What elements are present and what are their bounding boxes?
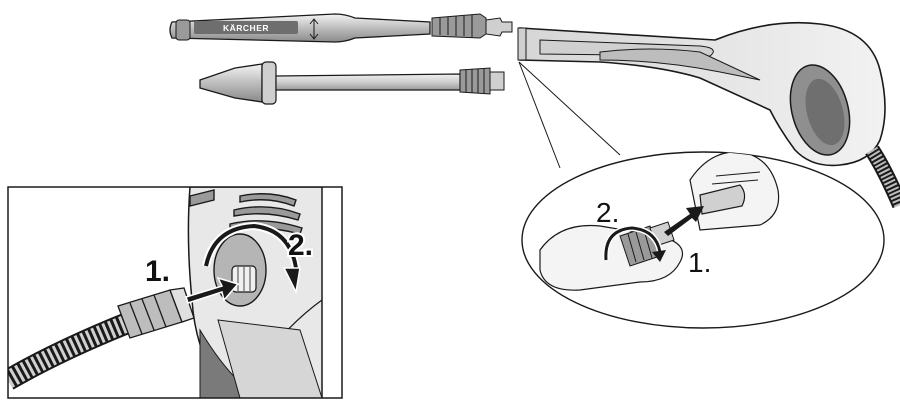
right-step-1-label: 1. bbox=[688, 247, 711, 278]
left-step-2-label: 2. bbox=[288, 229, 313, 262]
lance-grip-ribs bbox=[432, 14, 486, 38]
brand-label: KÄRCHER bbox=[223, 23, 269, 33]
dirt-blaster-thread bbox=[460, 68, 490, 94]
lance-connector bbox=[486, 18, 512, 36]
right-inset: 2. 1. bbox=[522, 152, 884, 328]
left-inset: 1. 2. bbox=[8, 187, 342, 398]
left-step-1-label: 1. bbox=[145, 255, 170, 288]
right-step-2-label: 2. bbox=[596, 197, 619, 228]
dirt-blaster-tube bbox=[276, 74, 460, 90]
dirt-blaster-nozzle bbox=[200, 64, 262, 102]
gun-hose bbox=[872, 150, 900, 205]
vario-power-lance: KÄRCHER bbox=[170, 14, 512, 42]
dirt-blaster-lance bbox=[200, 62, 504, 104]
dirt-blaster-collar bbox=[262, 62, 276, 104]
callout-line-right bbox=[519, 62, 620, 155]
callout-line-left bbox=[519, 62, 560, 168]
lance-nozzle-tip bbox=[176, 20, 190, 40]
